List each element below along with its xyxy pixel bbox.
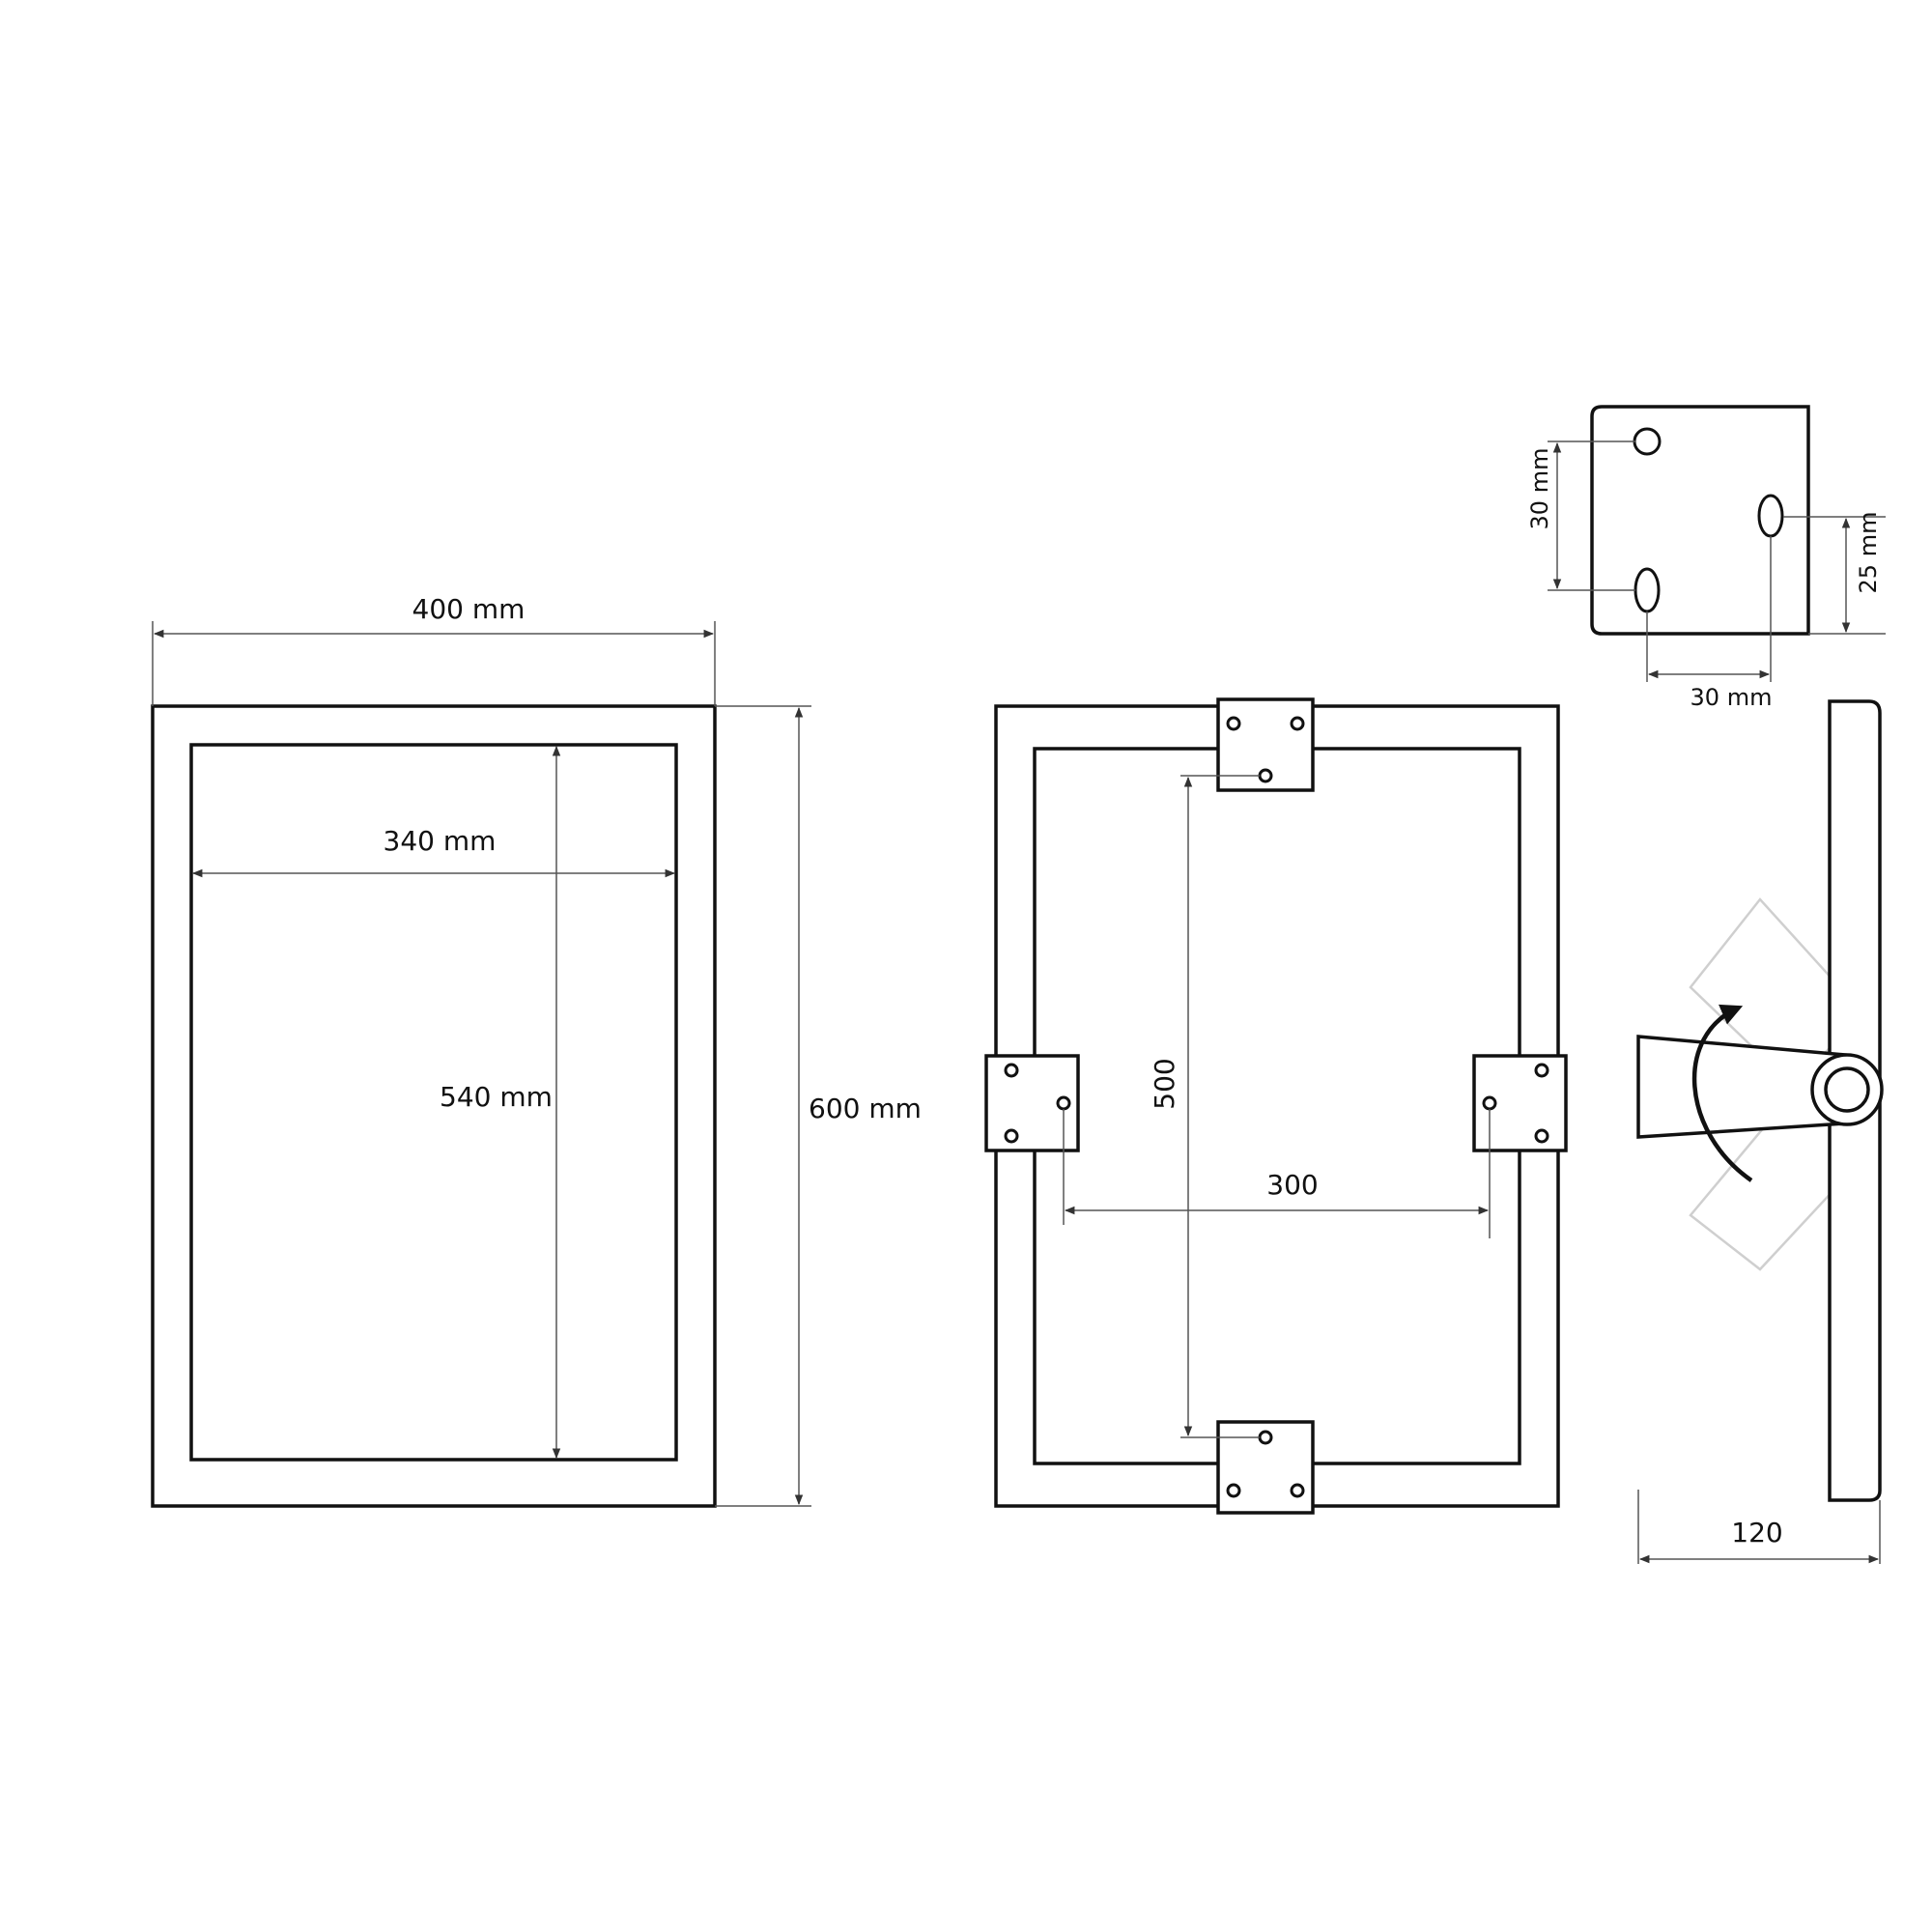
side-depth-label: 120: [1731, 1517, 1782, 1548]
front-width-label: 400 mm: [412, 593, 526, 625]
front-inner-height-label: 540 mm: [440, 1081, 553, 1113]
back-inner-frame: [1033, 747, 1521, 1465]
side-view: 120: [1636, 699, 1884, 1564]
back-vertical-label: 500: [1149, 1058, 1180, 1109]
front-inner-width-label: 340 mm: [384, 825, 497, 857]
bracket-hole-top: [1633, 427, 1662, 456]
tilt-rotation-arrow: [1691, 1004, 1753, 1182]
mounting-bracket-top: [1216, 697, 1315, 792]
bracket-detail: 30 mm 25 mm 30 mm: [1526, 405, 1886, 711]
front-outer-frame: [151, 704, 717, 1508]
mounting-bracket-left: [984, 1054, 1080, 1152]
back-horizontal-label: 300: [1266, 1169, 1318, 1201]
mounting-bracket-bottom: [1216, 1420, 1315, 1515]
bracket-slot-bottom: [1634, 567, 1661, 613]
front-mirror-glass: [189, 743, 678, 1462]
bracket-slot-right: [1757, 494, 1784, 538]
bracket-horiz-label: 30 mm: [1690, 684, 1773, 711]
front-view: 400 mm 340 mm 540 mm 600 mm: [151, 593, 922, 1508]
bracket-offset-label: 25 mm: [1855, 512, 1882, 594]
mounting-bracket-right: [1472, 1054, 1568, 1152]
back-view: 500 300: [984, 697, 1568, 1515]
side-pivot-inner: [1824, 1066, 1870, 1113]
front-height-label: 600 mm: [809, 1093, 922, 1124]
bracket-detail-plate: [1590, 405, 1810, 636]
bracket-vert-label: 30 mm: [1526, 448, 1553, 530]
